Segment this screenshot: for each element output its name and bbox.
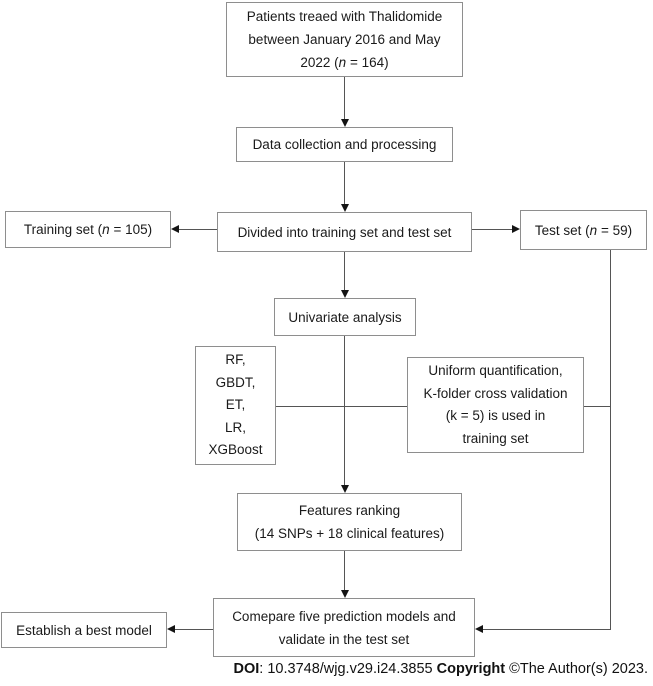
- establish-model-box: Establish a best model: [1, 612, 167, 648]
- features-line-1: Features ranking: [298, 503, 401, 518]
- connector-test-branch-vertical: [610, 250, 611, 630]
- connector-test-branch-to-compare: [483, 629, 611, 630]
- arrowhead-test-branch-to-compare: [475, 625, 483, 633]
- models-box: RF, GBDT, ET, LR, XGBoost: [195, 346, 276, 465]
- citation-footer: DOI: 10.3748/wjg.v29.i24.3855 Copyright …: [234, 661, 648, 677]
- training-set-post: = 105): [109, 222, 153, 237]
- training-n-italic: n: [102, 222, 110, 237]
- compare-line-1: Comepare five prediction models and: [232, 608, 456, 624]
- patients-line-3-post: = 164): [346, 55, 389, 70]
- training-set-label: Training set (n = 105): [24, 218, 152, 241]
- models-line-3: ET,: [225, 397, 246, 413]
- connector-compare-to-establish: [175, 629, 213, 630]
- test-set-label: Test set (n = 59): [535, 219, 632, 242]
- test-set-post: = 59): [597, 222, 633, 238]
- univariate-box: Univariate analysis: [274, 298, 416, 336]
- training-set-box: Training set (n = 105): [5, 211, 171, 248]
- patients-line-2: between January 2016 and May: [248, 32, 441, 47]
- patients-line-1: Patients treaed with Thalidomide: [246, 9, 443, 24]
- models-line-2: GBDT,: [215, 374, 256, 390]
- arrowhead-features-to-compare: [341, 590, 349, 598]
- univariate-label: Univariate analysis: [288, 309, 402, 325]
- copyright-label: Copyright: [436, 661, 506, 677]
- copyright-value: ©The Author(s) 2023.: [505, 661, 648, 677]
- arrowhead-univariate-to-features: [341, 485, 349, 493]
- arrowhead-divided-to-test: [512, 225, 520, 233]
- divided-label: Divided into training set and test set: [237, 224, 452, 240]
- doi-value: : 10.3748/wjg.v29.i24.3855: [259, 661, 437, 677]
- connector-collection-to-divided: [344, 162, 345, 204]
- training-set-pre: Training set (: [23, 222, 103, 237]
- compare-line-2: validate in the test set: [278, 631, 410, 647]
- features-ranking-box: Features ranking (14 SNPs + 18 clinical …: [237, 493, 462, 551]
- models-line-1: RF,: [225, 352, 246, 368]
- compare-models-box: Comepare five prediction models and vali…: [213, 598, 475, 657]
- test-set-box: Test set (n = 59): [520, 210, 647, 250]
- connector-divided-to-training: [179, 229, 217, 230]
- connector-features-to-compare: [344, 551, 345, 590]
- connector-univariate-to-features: [344, 336, 345, 485]
- doi-label: DOI: [233, 661, 260, 677]
- uniform-line-3: (k = 5) is used in: [445, 408, 546, 423]
- arrowhead-divided-to-training: [171, 225, 179, 233]
- establish-model-label: Establish a best model: [16, 622, 152, 638]
- connector-divided-to-univariate: [344, 252, 345, 290]
- patients-box: Patients treaed with Thalidomide between…: [226, 2, 463, 77]
- models-line-4: LR,: [224, 419, 246, 435]
- models-line-5: XGBoost: [208, 442, 263, 458]
- uniform-quantification-box: Uniform quantification, K-folder cross v…: [407, 357, 584, 453]
- data-collection-box: Data collection and processing: [236, 127, 453, 162]
- uniform-line-1: Uniform quantification,: [428, 363, 563, 378]
- arrowhead-divided-to-univariate: [341, 290, 349, 298]
- test-n-italic: n: [589, 222, 598, 238]
- data-collection-label: Data collection and processing: [252, 137, 437, 152]
- arrowhead-compare-to-establish: [167, 625, 175, 633]
- divided-box: Divided into training set and test set: [217, 212, 472, 252]
- arrowhead-collection-to-divided: [341, 204, 349, 212]
- features-line-2: (14 SNPs + 18 clinical features): [254, 526, 445, 541]
- uniform-line-4: training set: [462, 430, 529, 446]
- connector-patients-to-collection: [344, 77, 345, 119]
- patients-n-italic: n: [338, 55, 347, 70]
- uniform-line-2: K-folder cross validation: [423, 385, 568, 401]
- patients-line-3-pre: 2022 (: [300, 55, 339, 70]
- patients-line-3: 2022 (n = 164): [300, 51, 388, 74]
- test-set-pre: Test set (: [534, 222, 590, 238]
- arrowhead-patients-to-collection: [341, 119, 349, 127]
- connector-divided-to-test: [472, 229, 512, 230]
